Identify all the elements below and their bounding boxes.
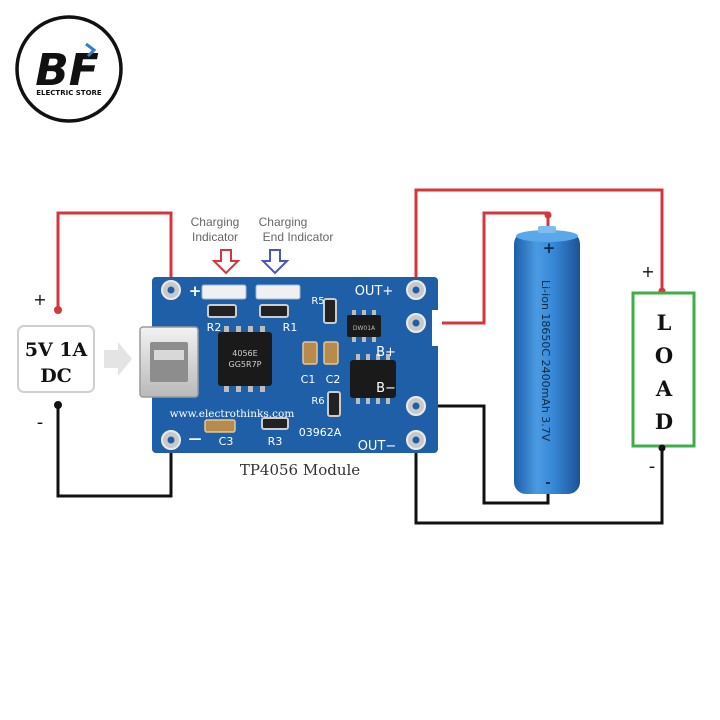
load-letter-o: O	[655, 343, 673, 368]
out-plus-label: OUT+	[355, 284, 394, 299]
protection-ic-marking: DW01A	[353, 325, 376, 332]
end-arrow-icon	[260, 249, 290, 275]
charging-indicator-label-line2: Indicator	[192, 230, 238, 244]
c3-label: C3	[219, 435, 234, 448]
source-negative-terminal	[54, 401, 62, 409]
resistor-r5	[323, 298, 337, 324]
logo-subtitle: ELECTRIC STORE	[36, 89, 102, 97]
brand-logo: BF ELECTRIC STORE	[15, 15, 123, 123]
r5-label: R5	[311, 296, 324, 307]
source-minus-sign: -	[37, 412, 44, 433]
load-plus-sign: +	[641, 262, 654, 281]
r1-label: R1	[283, 321, 298, 334]
load-letter-d: D	[655, 409, 673, 434]
load-letter-a: A	[655, 376, 673, 401]
pcb-labels: + — OUT+ B+ B− OUT− R1 R2 R3 R5 R6 C1 C2…	[170, 282, 397, 454]
out-minus-label: OUT−	[358, 439, 397, 454]
source-plus-sign: +	[33, 290, 46, 309]
charger-ic: 4056E GG5R7P	[218, 326, 272, 392]
module-caption: TP4056 Module	[240, 461, 360, 479]
battery-plus-sign: +	[543, 239, 556, 257]
battery: + Li-ion 18650C 2400mAh 3.7V -	[514, 211, 580, 494]
logo-monogram: BF	[35, 45, 99, 96]
b-minus-label: B−	[376, 381, 396, 396]
board-code-label: 03962A	[299, 426, 342, 439]
source-positive-terminal	[54, 306, 62, 314]
battery-label: Li-ion 18650C 2400mAh 3.7V	[539, 280, 552, 442]
load-minus-sign: -	[649, 456, 656, 477]
source-label-line2: DC	[40, 365, 72, 387]
usb-connector	[139, 326, 199, 398]
charging-arrow-icon	[211, 249, 241, 275]
load-letter-l: L	[657, 310, 672, 335]
wire-battery-positive	[416, 211, 550, 325]
end-indicator-label-line2: End Indicator	[263, 230, 334, 244]
pcb-notch	[432, 310, 442, 346]
resistor-r2	[207, 304, 237, 318]
load: + L O A D -	[631, 262, 696, 477]
pad-minus-label: —	[189, 432, 202, 447]
capacitor-c3	[204, 419, 236, 433]
indicator-labels: Charging Indicator Charging End Indicato…	[191, 215, 334, 275]
resistor-r3	[261, 417, 289, 430]
capacitor-c2	[323, 341, 339, 365]
charger-ic-marking-line1: 4056E	[232, 349, 257, 358]
battery-minus-sign: -	[545, 476, 550, 491]
wire-out-negative	[414, 440, 664, 525]
resistor-r1	[259, 304, 289, 318]
r2-label: R2	[207, 321, 222, 334]
battery-body	[514, 232, 580, 494]
pad-plus-label: +	[189, 282, 202, 300]
protection-ic: DW01A	[347, 310, 381, 342]
b-plus-label: B+	[376, 345, 396, 360]
wire-source-negative	[56, 405, 173, 498]
wire-source-positive	[56, 211, 173, 308]
source-box	[17, 325, 95, 393]
end-indicator-label-line1: Charging	[259, 215, 308, 229]
wire-out-positive	[414, 188, 664, 291]
mosfet-ic	[350, 354, 396, 404]
charging-indicator-label-line1: Charging	[191, 215, 240, 229]
wire-battery-negative	[416, 404, 550, 505]
end-led	[255, 284, 301, 300]
r3-label: R3	[268, 435, 283, 448]
source-label-line1: 5V 1A	[25, 339, 88, 361]
c2-label: C2	[326, 373, 341, 386]
load-box	[631, 291, 696, 448]
input-arrow-icon	[104, 342, 132, 376]
wires	[56, 188, 664, 525]
r6-label: R6	[311, 396, 324, 407]
pads	[161, 280, 426, 450]
website-label: www.electrothinks.com	[170, 408, 295, 420]
resistor-r6	[327, 391, 341, 417]
power-source: + 5V 1A DC -	[17, 290, 132, 433]
charger-ic-marking-line2: GG5R7P	[229, 360, 262, 369]
charging-led	[201, 284, 247, 300]
tp4056-module: 4056E GG5R7P DW01A + — OUT+ B+ B	[139, 277, 442, 479]
load-negative-terminal	[658, 444, 666, 452]
capacitor-c1	[302, 341, 318, 365]
c1-label: C1	[301, 373, 316, 386]
